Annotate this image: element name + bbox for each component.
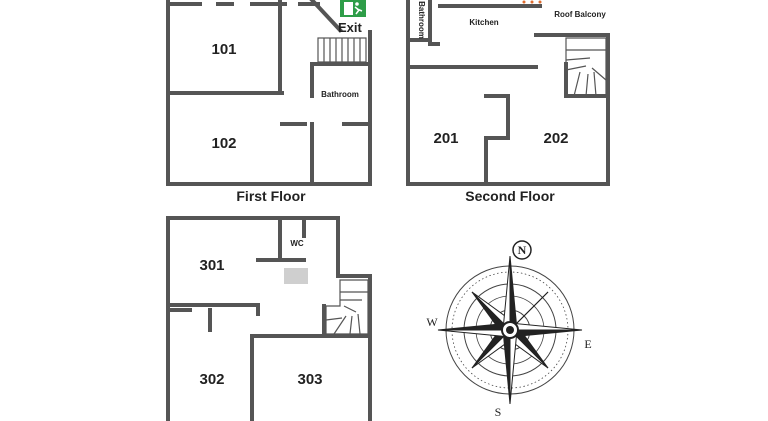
compass-south: S xyxy=(495,405,502,419)
room-302: 302 xyxy=(199,371,224,388)
second-floor-title: Second Floor xyxy=(465,188,555,204)
compass-west: W xyxy=(426,315,438,329)
wc-label: WC xyxy=(290,239,304,248)
second-floor-bathroom-label: Bathroom xyxy=(417,1,426,39)
balcony-lights xyxy=(522,0,542,4)
emergency-exit-icon xyxy=(340,0,366,17)
room-202: 202 xyxy=(543,130,568,147)
room-101: 101 xyxy=(211,41,236,58)
exit-label: Exit xyxy=(338,20,363,35)
room-301: 301 xyxy=(199,257,224,274)
third-floor-stairs xyxy=(325,279,369,335)
kitchen-label: Kitchen xyxy=(469,18,498,27)
second-floor-plan: Bathroom Kitchen Roof Balcony 201 202 Se… xyxy=(406,0,610,204)
third-floor-plan: WC 301 302 303 xyxy=(166,216,372,421)
room-102: 102 xyxy=(211,135,236,152)
compass-rose-icon: N E S W xyxy=(426,240,592,419)
second-floor-stairs xyxy=(565,37,607,97)
first-floor-title: First Floor xyxy=(236,188,306,204)
first-floor-stairs xyxy=(317,37,367,63)
compass-east: E xyxy=(584,337,591,351)
north-marker xyxy=(512,240,532,260)
roof-balcony-label: Roof Balcony xyxy=(554,10,606,19)
room-303: 303 xyxy=(297,371,322,388)
compass-north: N xyxy=(518,243,527,257)
first-floor-bathroom-label: Bathroom xyxy=(321,90,359,99)
room-201: 201 xyxy=(433,130,458,147)
toilet-fixture xyxy=(284,268,308,284)
first-floor-plan: Exit 101 102 Bathroom First Floor xyxy=(166,0,372,204)
